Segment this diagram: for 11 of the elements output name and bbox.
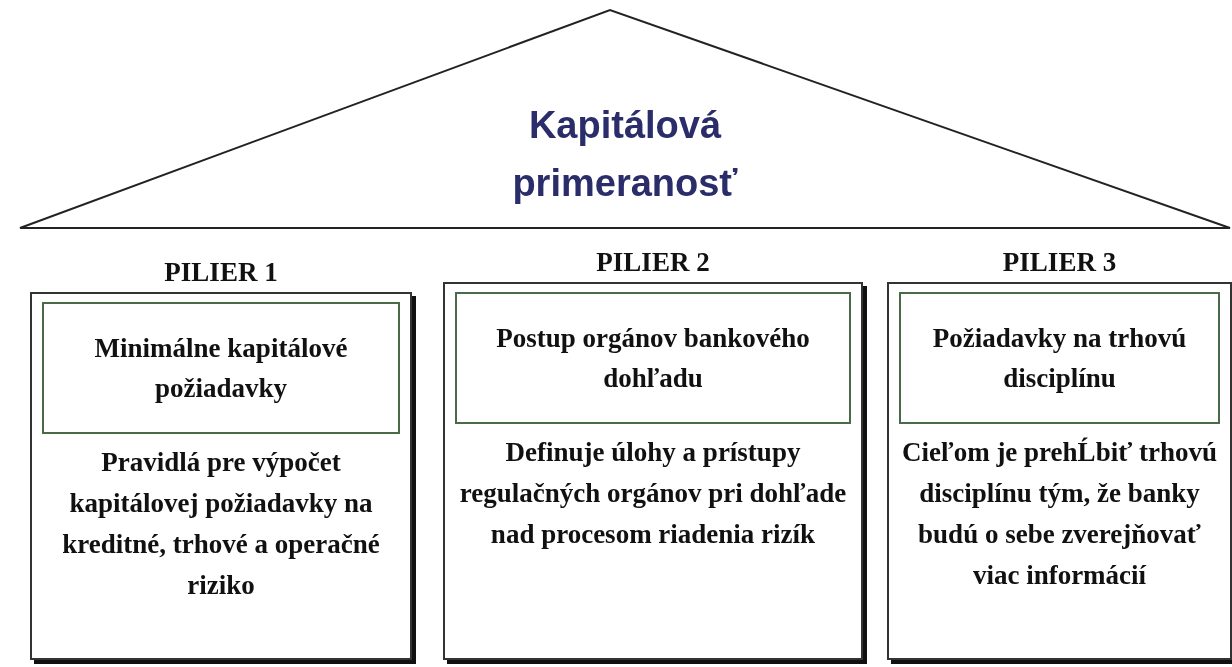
- heading-box: Požiadavky na trhovú disciplínu: [899, 292, 1220, 424]
- roof-title: Kapitálová primeranosť: [511, 103, 739, 206]
- roof-triangle: [18, 8, 1232, 230]
- heading-box: Minimálne kapitálové požiadavky: [42, 302, 400, 434]
- pillar-description: Pravidlá pre výpočet kapitálovej požiadavky na kreditné, trhové a operačné riziko: [61, 446, 381, 602]
- heading-box: Postup orgánov bankového dohľadu: [455, 292, 851, 424]
- pillar-description: Definuje úlohy a prístupy regulačných orgánov pri dohľade nad procesom riadenia rizík: [458, 436, 848, 551]
- pillar-heading: PILIER 1: [164, 256, 278, 289]
- pillar-heading: PILIER 3: [1002, 246, 1117, 279]
- pillar-heading: PILIER 2: [596, 246, 710, 279]
- pillar-description: Cieľom je prehĹbiť trhovú disciplínu tým, že banky budú o sebe zverejňovať viac informácií: [901, 436, 1218, 592]
